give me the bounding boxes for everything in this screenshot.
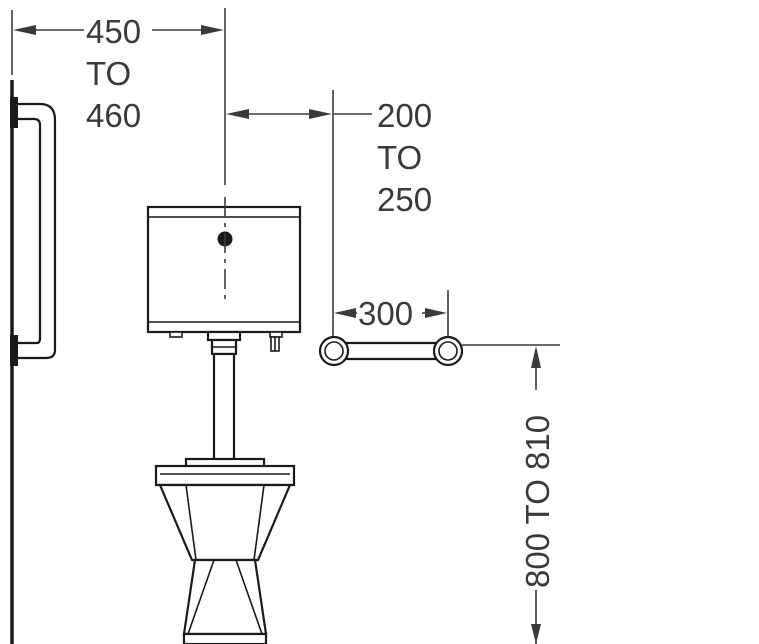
rail-wall-bracket-top	[10, 97, 18, 128]
dimension-250-label: 250	[377, 181, 432, 218]
rail-wall-bracket-bottom	[10, 335, 18, 366]
dimension-wall-to-centerline: 450 TO 460	[11, 8, 226, 185]
vertical-grab-rail	[10, 97, 57, 366]
toilet-pan	[154, 457, 296, 644]
dimension-to-label: TO	[86, 55, 131, 92]
dimension-rail-height: 800 TO 810	[462, 344, 560, 644]
dimension-800-to-810-label: 800 TO 810	[519, 415, 556, 588]
flush-pipe	[206, 330, 242, 464]
dimension-centerline-to-rail: 200 TO 250	[226, 90, 432, 345]
dimension-300-label: 300	[358, 295, 413, 332]
dimension-rail-length: 300	[334, 290, 449, 337]
cistern	[146, 205, 302, 352]
dimension-460-label: 460	[86, 97, 141, 134]
dimension-to-label-2: TO	[377, 139, 422, 176]
dimension-450-label: 450	[86, 13, 141, 50]
horizontal-grab-rail	[318, 335, 464, 367]
dimension-200-label: 200	[377, 97, 432, 134]
